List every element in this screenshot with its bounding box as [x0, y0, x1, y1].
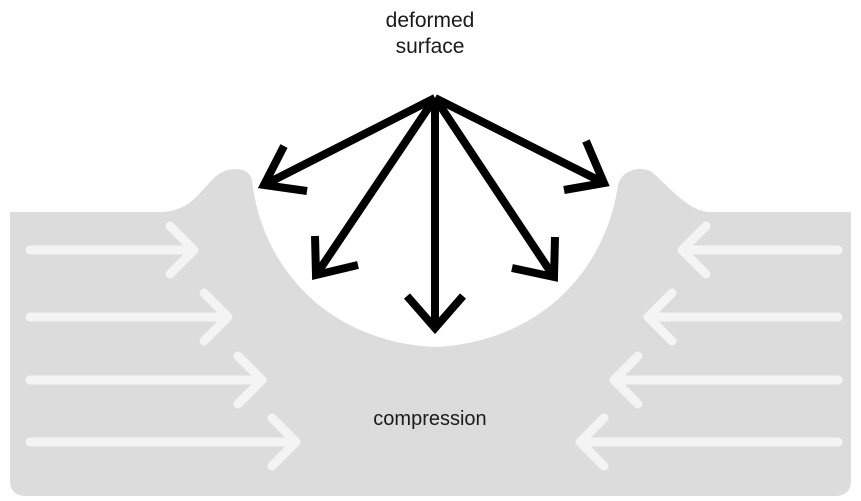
left-flow-arrow: [25, 413, 301, 471]
force-arrow-right: [431, 95, 559, 282]
left-flow-arrow: [25, 288, 233, 346]
right-flow-arrow: [575, 413, 843, 471]
deformed-surface-label: deformed surface: [330, 8, 530, 61]
right-flow-arrows: [575, 221, 843, 471]
left-flow-arrow: [25, 351, 267, 409]
left-flow-arrow: [25, 221, 199, 279]
right-flow-arrow: [609, 351, 843, 409]
force-arrow-left: [311, 95, 439, 281]
force-arrow-far-left: [257, 94, 437, 195]
surface-label-line1: deformed: [385, 9, 475, 32]
right-flow-arrow: [643, 288, 843, 346]
right-flow-arrow: [677, 221, 843, 279]
left-flow-arrows: [25, 221, 301, 471]
force-arrow-far-right: [433, 94, 610, 194]
force-arrow-center: [403, 98, 467, 335]
surface-label-line2: surface: [395, 35, 465, 59]
material-block: [10, 168, 851, 496]
compression-label: compression: [373, 408, 487, 430]
force-arrows: [257, 94, 610, 335]
